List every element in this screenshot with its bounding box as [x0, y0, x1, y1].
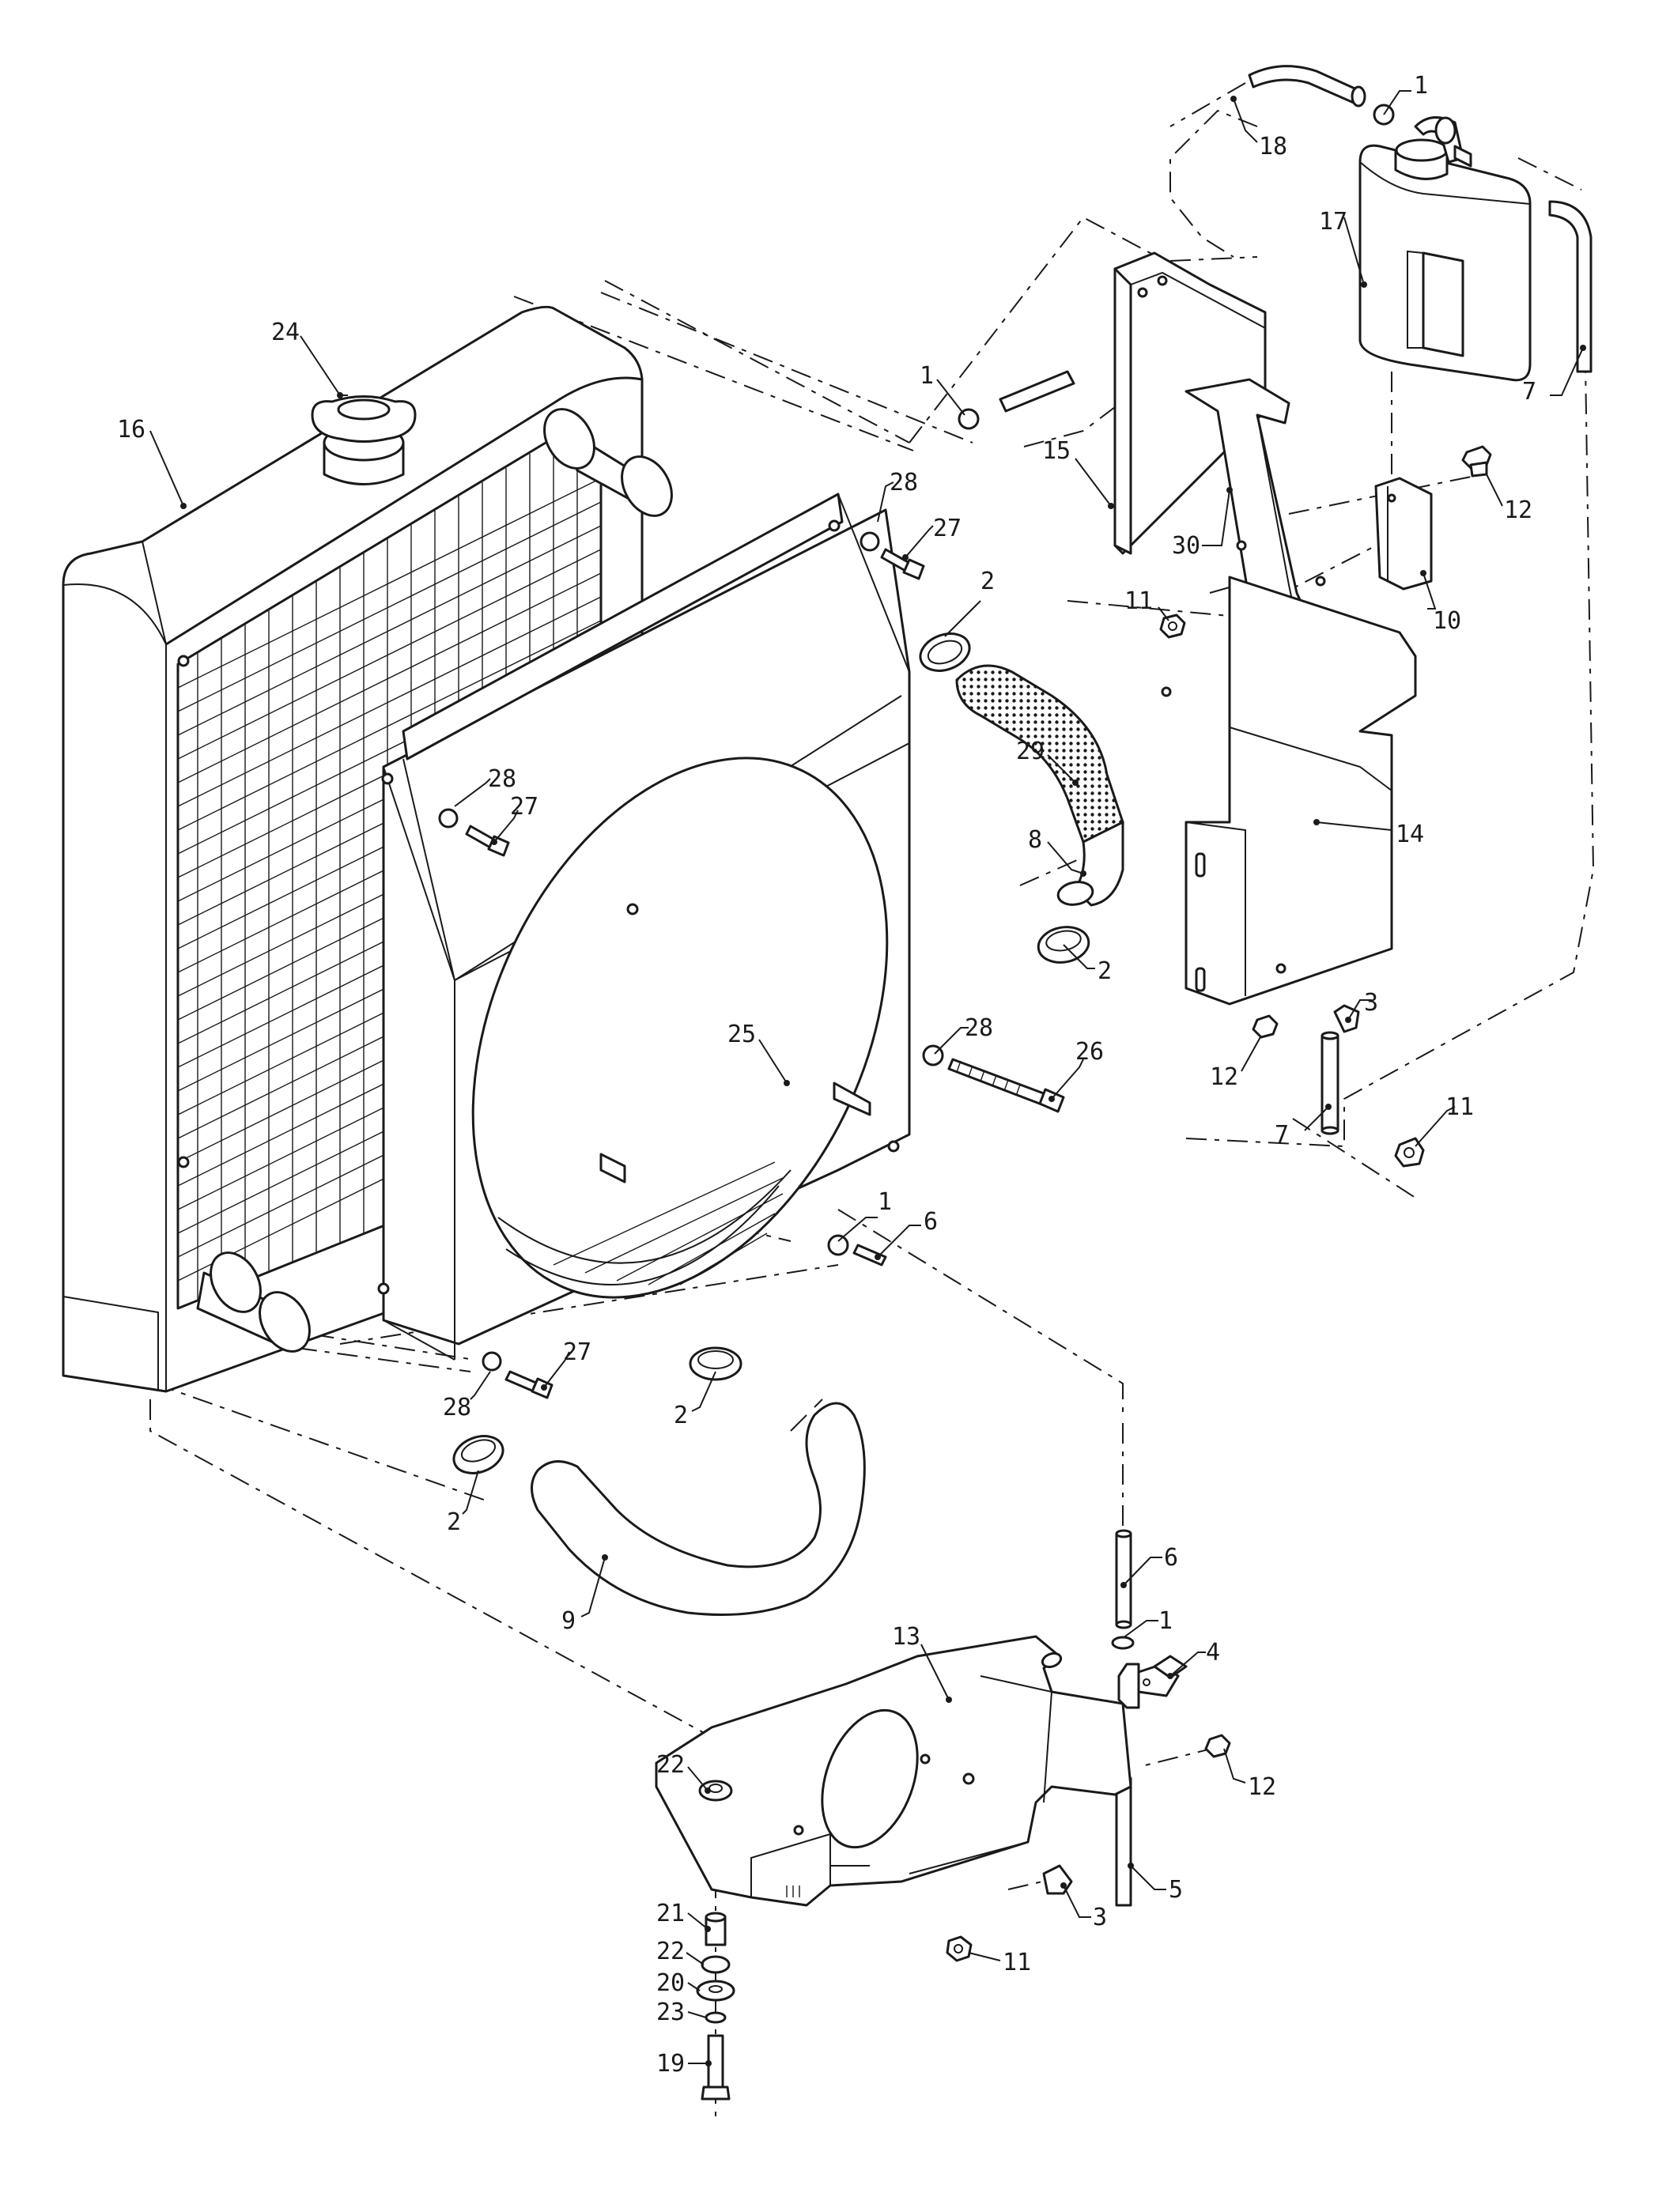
callout-28: 28	[890, 469, 918, 496]
callout-7: 7	[1522, 378, 1536, 406]
tube-5	[1115, 1777, 1132, 1907]
callout-6: 6	[924, 1208, 938, 1236]
callout-20: 20	[656, 1969, 685, 1997]
callout-15: 15	[1042, 437, 1071, 465]
overflow-tank	[1358, 116, 1532, 382]
callout-2: 2	[980, 568, 995, 595]
callout-4: 4	[1206, 1639, 1220, 1667]
callout-27: 27	[510, 793, 538, 821]
clamp-1d	[1111, 1636, 1135, 1650]
long-bolt-26	[947, 1058, 1049, 1107]
lower-hose-9	[531, 1402, 866, 1616]
callout-3: 3	[1093, 1904, 1107, 1931]
callout-1: 1	[878, 1188, 892, 1216]
callout-1: 1	[920, 362, 934, 390]
hoses	[452, 632, 1124, 1616]
callout-22: 22	[656, 1938, 685, 1965]
callout-2: 2	[674, 1402, 688, 1429]
tube-18	[1248, 65, 1362, 104]
callout-30: 30	[1172, 532, 1200, 560]
callout-16: 16	[117, 416, 145, 444]
upper-bracket-15	[1113, 251, 1267, 555]
connector-tubes	[827, 370, 1135, 1650]
hose-clamp-2c	[689, 1346, 742, 1381]
callout-9: 9	[561, 1607, 576, 1635]
callout-13: 13	[892, 1623, 920, 1651]
hose-clamp-2d	[452, 1435, 504, 1474]
callout-12: 12	[1210, 1063, 1238, 1091]
callout-28: 28	[443, 1394, 471, 1421]
callout-2: 2	[1098, 957, 1112, 985]
clamp-1c	[827, 1234, 849, 1256]
callout-22: 22	[656, 1751, 685, 1779]
callout-1: 1	[1158, 1607, 1173, 1635]
callout-leaders	[149, 90, 1586, 2067]
callout-1: 1	[1414, 72, 1428, 100]
callout-3: 3	[1364, 989, 1378, 1017]
callout-2: 2	[447, 1508, 461, 1536]
clip-3b	[1042, 1864, 1073, 1895]
callout-19: 19	[656, 2050, 685, 2078]
bolt-12b	[1252, 1014, 1279, 1039]
callout-29: 29	[1016, 738, 1045, 765]
fan-shroud	[377, 493, 911, 1361]
tube-segment-6a	[852, 1244, 887, 1266]
fasteners	[438, 531, 1065, 1399]
radiator-cap	[311, 395, 417, 485]
callout-18: 18	[1259, 133, 1287, 160]
callout-25: 25	[727, 1021, 756, 1048]
grommet-22a	[698, 1780, 733, 1802]
mount-plate-14	[1161, 576, 1417, 1006]
lockwasher-23	[705, 2011, 727, 2024]
grommet-22b	[701, 1955, 731, 1974]
callout-numbers: 1 18 17 7 24 16 1 15 30 12 10 11 28 27 2…	[117, 72, 1536, 2078]
washer-20	[696, 1980, 735, 2002]
callout-11: 11	[1445, 1093, 1474, 1121]
callout-7: 7	[1275, 1121, 1289, 1149]
clip-bracket-10	[1374, 477, 1433, 591]
callout-12: 12	[1248, 1773, 1276, 1801]
callout-27: 27	[933, 515, 962, 542]
overflow-tubes	[1248, 65, 1593, 1135]
callout-12: 12	[1504, 496, 1532, 524]
callout-6: 6	[1164, 1544, 1178, 1572]
washer-28b	[438, 808, 459, 829]
callout-24: 24	[271, 319, 300, 346]
callout-5: 5	[1169, 1876, 1183, 1904]
callout-14: 14	[1396, 821, 1424, 848]
washer-28d	[482, 1351, 502, 1372]
tube-7a	[1548, 200, 1593, 373]
callout-26: 26	[1075, 1038, 1104, 1066]
nut-11a	[1159, 613, 1186, 639]
base-bracket-13	[655, 1635, 1132, 1907]
callout-21: 21	[656, 1900, 685, 1927]
callout-10: 10	[1433, 607, 1461, 635]
washer-28a	[860, 531, 880, 552]
hose-clamp-2a	[919, 632, 971, 672]
drain-valve-4	[1117, 1655, 1188, 1709]
callout-28: 28	[965, 1014, 993, 1042]
callout-11: 11	[1003, 1949, 1031, 1976]
callout-17: 17	[1319, 208, 1347, 236]
tube-segment-upper	[999, 370, 1075, 413]
isolator-stack	[696, 1780, 735, 2101]
nut-11c	[946, 1935, 973, 1962]
callout-11: 11	[1124, 587, 1153, 615]
callout-23: 23	[656, 1999, 685, 2026]
callout-27: 27	[563, 1338, 591, 1366]
mesh-sleeve-29	[955, 664, 1124, 844]
tube-7b	[1321, 1034, 1339, 1132]
callout-8: 8	[1028, 826, 1042, 854]
callout-28: 28	[488, 765, 516, 793]
